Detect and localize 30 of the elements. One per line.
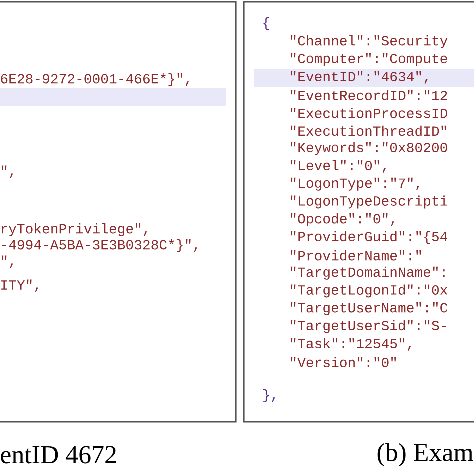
node-label: ITY",	[2, 280, 38, 292]
node-label: "TargetLogonId":"0x	[291, 284, 448, 298]
node-label: "ProviderGuid":"{54	[291, 231, 448, 244]
node-label: "EventRecordID":"12	[291, 90, 448, 101]
node-label: "Task":"12545",	[291, 338, 412, 351]
node-label: "TargetUserName":"C	[291, 302, 448, 316]
node-label: ",	[2, 166, 14, 178]
node-label: "Version":"0"	[291, 357, 396, 368]
node-label: "Level":"0",	[291, 160, 386, 173]
node-label: },	[263, 390, 276, 402]
node-label: ryTokenPrivilege",	[2, 223, 148, 236]
subfigure-caption: (b) Exam	[378, 443, 474, 467]
node-label: "Computer":"Compute	[291, 53, 448, 66]
subfigure-caption: entID 4672	[1, 446, 116, 464]
node-label: "LogonType":"7",	[291, 178, 420, 191]
node-label: -4994-A5BA-3E3B0328C*}",	[2, 239, 198, 252]
node-label: "ProviderName":"	[291, 250, 422, 261]
node-label: "LogonTypeDescripti	[291, 196, 448, 209]
node-label: "TargetUserSid":"S-	[291, 320, 446, 334]
node-label: ",	[2, 256, 14, 268]
node-label: "Opcode":"0",	[291, 213, 394, 226]
node-label: "Keywords":"0x80200	[291, 142, 448, 156]
code-panel: 6E28-9272-0001-466E*}", ", ryTokenPrivilege", -4994-A5BA-3E3B0328C*}", ", ITY",	[0, 1, 237, 423]
node-label: "TargetDomainName":	[291, 266, 445, 280]
code-panel: { "Channel":"Security "Computer":"Compute "EventID":"4634", "EventRecordID":"12 "ExecutionProcessID "ExecutionThreadID" "Keywords":"0x80200 "Level":"0", "LogonType":"7", "LogonTypeDescripti "Opcode":"0", "ProviderGuid":"{54 "ProviderName":" "TargetDomainName": "TargetLogonId":"0x "TargetUserName":"C "TargetUserSid":"S- "Task":"12545", "Version":"0" },	[243, 1, 474, 423]
node-label: {	[264, 17, 270, 30]
node-label: "ExecutionThreadID"	[291, 126, 446, 136]
node-label: 6E28-9272-0001-466E*}",	[1, 73, 190, 86]
node-label: "ExecutionProcessID	[291, 108, 448, 118]
node-label: "Channel":"Security	[291, 35, 448, 48]
